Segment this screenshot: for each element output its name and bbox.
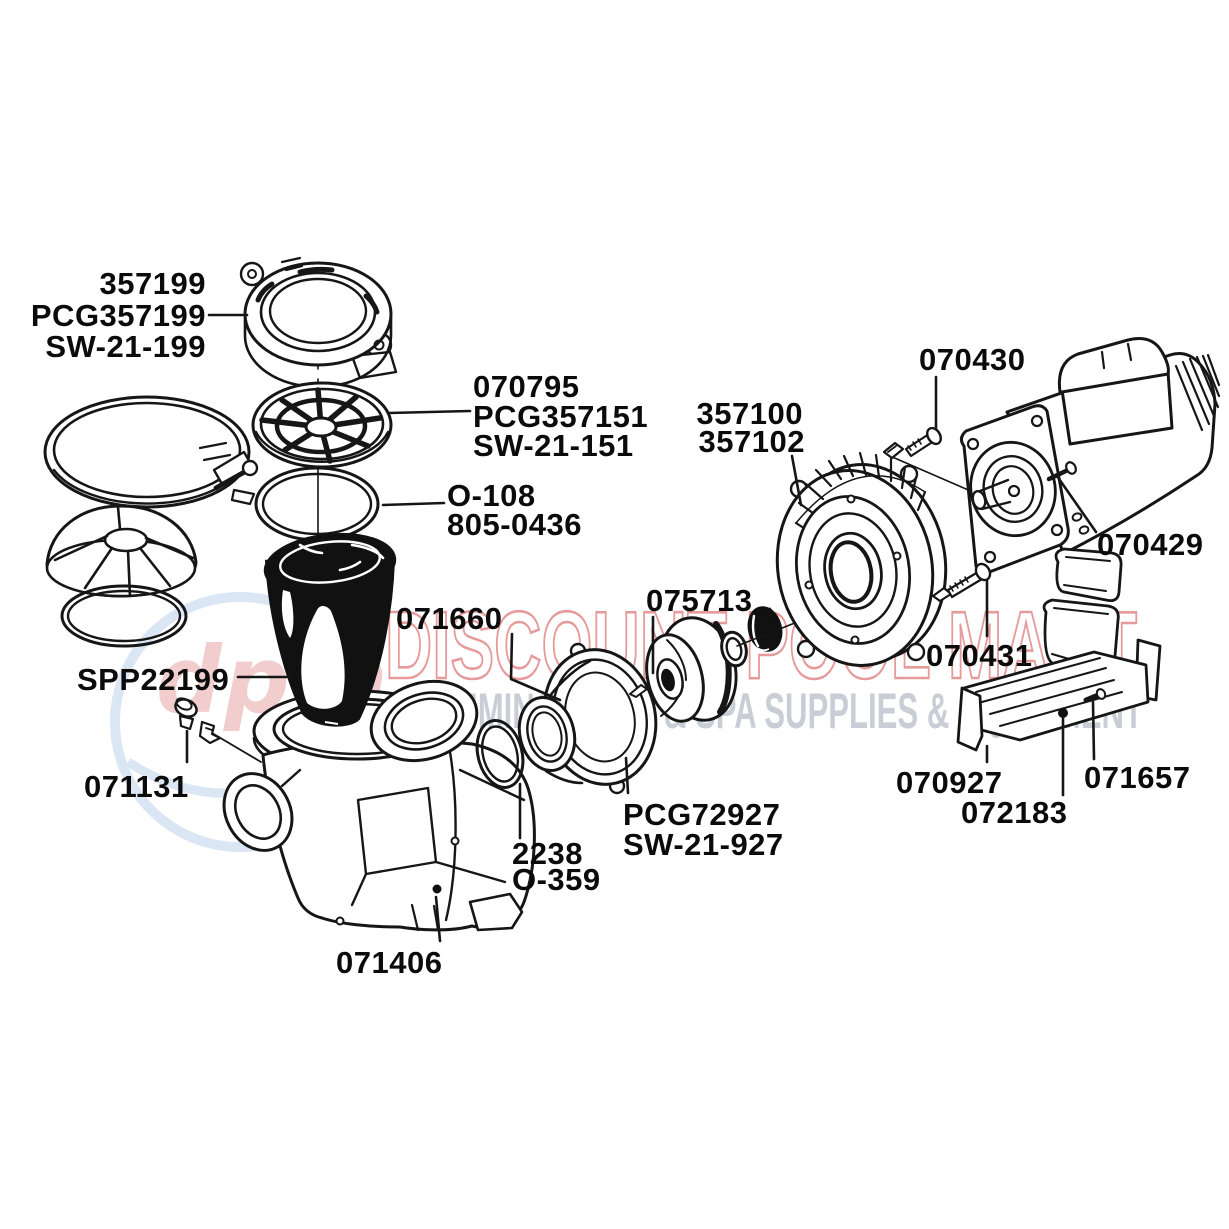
label-base-bracket: 070927 [896,765,1002,800]
label-line: 2238 [512,836,583,871]
label-line: 070431 [926,638,1032,673]
label-seal-plate: 357100 357102 [697,396,805,459]
label-line: 357102 [699,424,805,459]
label-line: 071131 [84,769,189,804]
impeller-screw-part [629,684,648,698]
dome-lid-oring-part [60,584,188,648]
label-line: SW-21-151 [473,428,634,463]
strainer-basket-part [263,532,397,727]
label-line: 071657 [1084,760,1190,795]
label-motor-bolt: 070430 [919,342,1025,377]
motor-bolt-part [882,426,942,460]
leader-impeller [624,756,630,795]
label-line: SPP22199 [77,662,229,697]
leader-pump-housing [434,895,442,943]
label-basket: SPP22199 [77,662,229,697]
label-line: 070795 [473,369,579,404]
leader-lines [185,313,1098,943]
leader-seal-plate [790,454,803,507]
strainer-cover-part [251,381,393,469]
leader-diffuser [509,632,562,702]
label-lock-ring: 357199 PCG357199 SW-21-199 [31,266,206,364]
leader-motor-pin [1055,474,1098,534]
label-line: SW-21-199 [45,329,206,364]
label-line: 357199 [100,266,206,301]
dome-lid-part [45,504,198,648]
label-base-screw: 072183 [961,795,1067,830]
discharge-port-part [369,679,479,763]
label-base-pin: 071657 [1084,760,1190,795]
label-motor-pin: 070429 [1097,527,1203,562]
label-line: PCG357199 [31,298,206,333]
label-cover-oring: O-108 805-0436 [447,478,582,542]
label-diffuser-oring: 2238 O-359 [512,836,601,897]
label-line: O-359 [512,862,601,897]
leader-base-pin [1091,700,1096,761]
label-line: PCG72927 [623,797,780,832]
label-line: 070429 [1097,527,1203,562]
label-line: 805-0436 [447,507,582,542]
label-line: 072183 [961,795,1067,830]
lock-ring-part [239,256,398,389]
seal-plate-part [755,451,948,667]
band-clamp-part [43,395,259,509]
impeller-part [645,616,738,723]
label-line: SW-21-927 [623,827,784,862]
seal-plate-bolt-part [931,562,992,603]
label-line: PCG357151 [473,399,648,434]
diffuser-part [517,642,663,795]
label-line: 357100 [697,396,803,431]
label-line: 075713 [646,583,752,618]
diffuser-oring-part [475,719,525,789]
drain-plug-part [174,697,222,745]
label-line: 070927 [896,765,1002,800]
label-impeller: PCG72927 SW-21-927 [623,797,784,862]
label-line: 071406 [336,945,442,980]
base-pin-part [1083,692,1101,703]
motor-part [959,337,1221,575]
leader-cover-oring [381,501,446,507]
label-seal-plate-bolt: 070431 [926,638,1032,673]
label-line: 070430 [919,342,1025,377]
motor-base-part [956,547,1162,752]
leader-strainer-cover [387,409,472,415]
label-shaft-seal: 075713 [646,583,752,618]
label-strainer-cover: 070795 PCG357151 SW-21-151 [473,369,648,463]
label-pump-housing: 071406 [336,945,442,980]
label-line: O-108 [447,478,536,513]
label-line: 071660 [396,601,502,636]
motor-pin-part [1046,461,1077,482]
cover-oring-part [254,466,380,542]
label-diffuser: 071660 [396,601,502,636]
label-drain-plug: 071131 [84,769,189,804]
